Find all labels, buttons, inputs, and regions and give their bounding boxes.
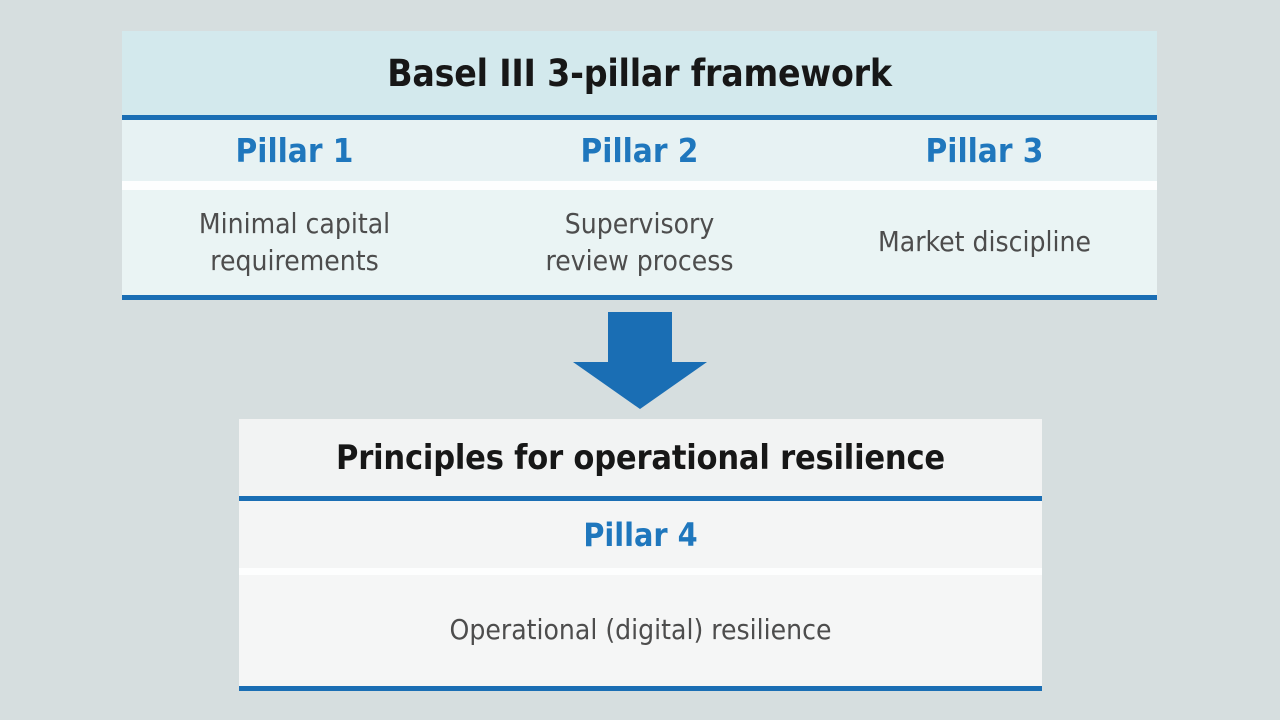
framework-row-separator: [122, 181, 1157, 190]
pillar-4-description: Operational (digital) resilience: [449, 613, 832, 647]
pillar-3-label: Pillar 3: [925, 131, 1044, 170]
framework-title: Basel III 3-pillar framework: [387, 51, 892, 95]
resilience-divider-top: [239, 496, 1042, 501]
framework-divider-bottom: [122, 295, 1157, 300]
basel-framework-panel: Basel III 3-pillar framework Pillar 1 Pi…: [122, 31, 1157, 300]
pillar-2-label: Pillar 2: [580, 131, 699, 170]
framework-divider-top: [122, 115, 1157, 120]
pillar-1-header-cell: Pillar 1: [122, 134, 467, 167]
framework-title-band: Basel III 3-pillar framework: [122, 31, 1157, 115]
pillar-4-label: Pillar 4: [583, 515, 698, 554]
resilience-pillar-header-row: Pillar 4: [239, 501, 1042, 568]
resilience-title: Principles for operational resilience: [336, 437, 945, 478]
resilience-pillar-description-row: Operational (digital) resilience: [239, 575, 1042, 686]
framework-pillar-header-row: Pillar 1 Pillar 2 Pillar 3: [122, 120, 1157, 181]
pillar-3-description: Market discipline: [878, 225, 1091, 259]
resilience-divider-bottom: [239, 686, 1042, 691]
pillar-3-header-cell: Pillar 3: [812, 134, 1157, 167]
resilience-title-band: Principles for operational resilience: [239, 419, 1042, 496]
pillar-2-header-cell: Pillar 2: [467, 134, 812, 167]
operational-resilience-panel: Principles for operational resilience Pi…: [239, 419, 1042, 692]
pillar-3-description-cell: Market discipline: [812, 224, 1157, 261]
pillar-1-label: Pillar 1: [235, 131, 354, 170]
resilience-row-separator: [239, 568, 1042, 575]
arrow-down-icon: [573, 312, 707, 409]
